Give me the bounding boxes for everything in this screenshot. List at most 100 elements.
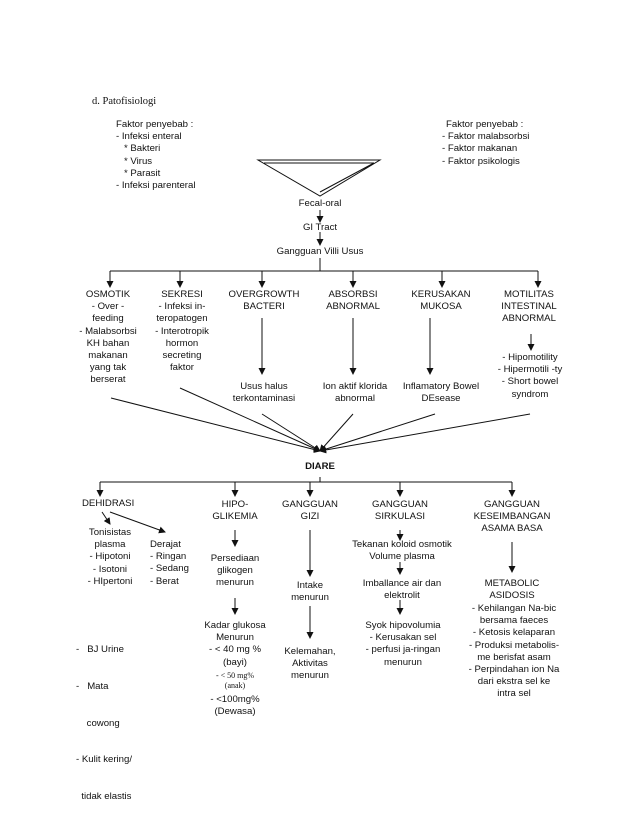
causes-left-line: * Virus — [124, 155, 153, 167]
step-line: Imballance air dan — [362, 578, 442, 589]
step-line: Tekanan koloid osmotik — [352, 539, 452, 550]
step-line: Syok hipovolumia — [365, 620, 441, 631]
hipoglikemia-anak: - < 50 mg% (anak) — [216, 671, 254, 691]
converge-sekresi — [179, 387, 321, 452]
causes-right-title: Faktor penyebab : — [446, 119, 524, 130]
effect-title: GANGGUAN — [282, 499, 338, 510]
step-line: - Kehilangan Na-bic — [471, 603, 557, 614]
step-line: Kelemahan, — [284, 646, 336, 657]
step-line: menurun — [384, 656, 422, 668]
funnel-chevron — [256, 159, 382, 197]
causes-left-title: Faktor penyebab : — [116, 119, 194, 130]
mechanism-desc: feeding — [92, 313, 124, 325]
dehidrasi-signs: - BJ Urine - Mata cowong - Kulit kering/… — [76, 620, 132, 826]
sign-line: tidak elastis — [76, 790, 132, 802]
gizi-step1: Intake menurun — [291, 580, 329, 604]
mechanism-overgrowth-desc: Usus halus terkontaminasi — [233, 381, 295, 405]
step-line: menurun — [291, 670, 329, 682]
mechanism-desc: - Infeksi in- — [158, 301, 206, 313]
step-line: me berisfat asam — [477, 651, 551, 663]
mechanism-desc: DEsease — [421, 393, 461, 405]
effect-title: GANGGUAN — [484, 499, 540, 510]
sirkulasi-step3: Syok hipovolumia - Kerusakan sel - perfu… — [365, 620, 440, 669]
effect-title: ASAMA BASA — [481, 523, 543, 535]
effect-title: KESEIMBANGAN — [473, 511, 551, 523]
step-line: dari ekstra sel ke — [477, 676, 551, 688]
mechanism-absorbsi-desc: Ion aktif klorida abnormal — [323, 381, 388, 405]
tonisitas-line: Tonisistas — [88, 527, 132, 538]
step-line: - Produksi metabolis- — [468, 639, 560, 651]
step-line: intra sel — [497, 688, 531, 700]
effect-title: GLIKEMIA — [212, 511, 258, 523]
mechanism-title: OSMOTIK — [85, 289, 131, 300]
mechanism-desc: berserat — [90, 374, 126, 386]
effect-gizi-title: GANGGUAN GIZI — [282, 499, 338, 523]
mechanism-title: OVERGROWTH — [228, 289, 300, 300]
mechanism-absorbsi: ABSORBSI ABNORMAL — [326, 289, 380, 313]
mechanism-desc: hormon — [165, 337, 199, 349]
mechanism-desc: KH bahan — [86, 337, 130, 349]
converge-kerusakan — [319, 413, 436, 453]
step-line: menurun — [291, 592, 329, 604]
sirkulasi-step2: Imballance air dan elektrolit — [363, 578, 441, 602]
causes-left-line: - Infeksi enteral — [116, 131, 182, 143]
causes-left-line: * Parasit — [124, 167, 161, 179]
mechanism-motilitas-desc: - Hipomotility - Hipermotili -ty - Short… — [498, 352, 563, 401]
mechanism-motilitas: MOTILITAS INTESTINAL ABNORMAL — [501, 289, 556, 326]
step-line: METABOLIC — [484, 578, 540, 589]
step-line: - < 40 mg % — [209, 644, 261, 656]
mechanism-title: MOTILITAS — [504, 289, 554, 300]
step-line: Menurun — [216, 632, 254, 644]
mechanism-title: BACTERI — [243, 301, 285, 313]
gizi-step2: Kelemahan, Aktivitas menurun — [284, 646, 335, 683]
sign-line: - BJ Urine — [76, 644, 124, 656]
dehidrasi-tonisitas: Tonisistas plasma - Hipotoni - Isotoni -… — [88, 527, 133, 588]
mechanism-title: MUKOSA — [420, 301, 462, 313]
mechanism-desc: abnormal — [335, 393, 375, 405]
mechanism-desc: Ion aktif klorida — [322, 381, 388, 392]
node-gi-tract: GI Tract — [302, 222, 338, 233]
step-line: Aktivitas — [292, 658, 328, 670]
mechanism-title: KERUSAKAN — [411, 289, 471, 300]
hipoglikemia-dewasa: - <100mg% (Dewasa) — [210, 694, 259, 718]
mechanism-desc: teropatogen — [156, 313, 208, 325]
derajat-line: Derajat — [150, 539, 181, 550]
step-line: (anak) — [224, 681, 246, 690]
mechanism-desc: - Short bowel — [501, 376, 559, 388]
sign-line: - Kulit kering/ — [76, 754, 132, 766]
effect-title: GIZI — [300, 511, 320, 523]
converge-absorbsi — [319, 413, 354, 452]
node-diare: DIARE — [305, 461, 335, 472]
step-line: ASIDOSIS — [489, 590, 535, 602]
step-line: (Dewasa) — [214, 706, 256, 718]
effect-title: HIPO- — [221, 499, 249, 510]
mechanism-kerusakan-desc: Inflamatory Bowel DEsease — [403, 381, 479, 405]
step-line: - Perpindahan ion Na — [468, 664, 560, 676]
section-heading: d. Patofisiologi — [92, 96, 157, 107]
mechanism-osmotik: OSMOTIK - Over - feeding - Malabsorbsi K… — [79, 289, 137, 387]
mechanism-desc: - Hipomotility — [502, 352, 558, 363]
hipoglikemia-step1: Persediaan glikogen menurun — [211, 553, 260, 590]
dehidrasi-derajat: Derajat - Ringan - Sedang - Berat — [150, 539, 189, 588]
mechanism-desc: Inflamatory Bowel — [402, 381, 480, 392]
step-line: - < 50 mg% — [215, 671, 255, 680]
mechanism-title: ABNORMAL — [326, 301, 380, 313]
mechanism-desc: - Hipermotili -ty — [497, 364, 563, 376]
effect-hipoglikemia-title: HIPO- GLIKEMIA — [212, 499, 257, 523]
converge-motilitas — [319, 413, 531, 454]
dehidrasi-branch-derajat — [109, 511, 166, 534]
mechanism-desc: - Over - — [91, 301, 125, 313]
step-line: Volume plasma — [369, 551, 435, 563]
tonisitas-line: - Hipotoni — [89, 551, 131, 563]
step-line: - perfusi ja-ringan — [365, 644, 441, 656]
asam-basa-step2: - Kehilangan Na-bic bersama faeces - Ket… — [469, 603, 560, 701]
node-fecal-oral: Fecal-oral — [298, 198, 342, 209]
mechanism-desc: - Interotropik — [155, 325, 209, 337]
sign-line: - Mata — [76, 681, 109, 693]
converge-osmotik — [110, 397, 321, 453]
causes-right-line: - Faktor malabsorbsi — [442, 131, 530, 143]
effect-sirkulasi-title: GANGGUAN SIRKULASI — [372, 499, 428, 523]
mechanism-sekresi: SEKRESI - Infeksi in- teropatogen - Inte… — [155, 289, 209, 374]
mechanism-title: SEKRESI — [161, 289, 203, 300]
